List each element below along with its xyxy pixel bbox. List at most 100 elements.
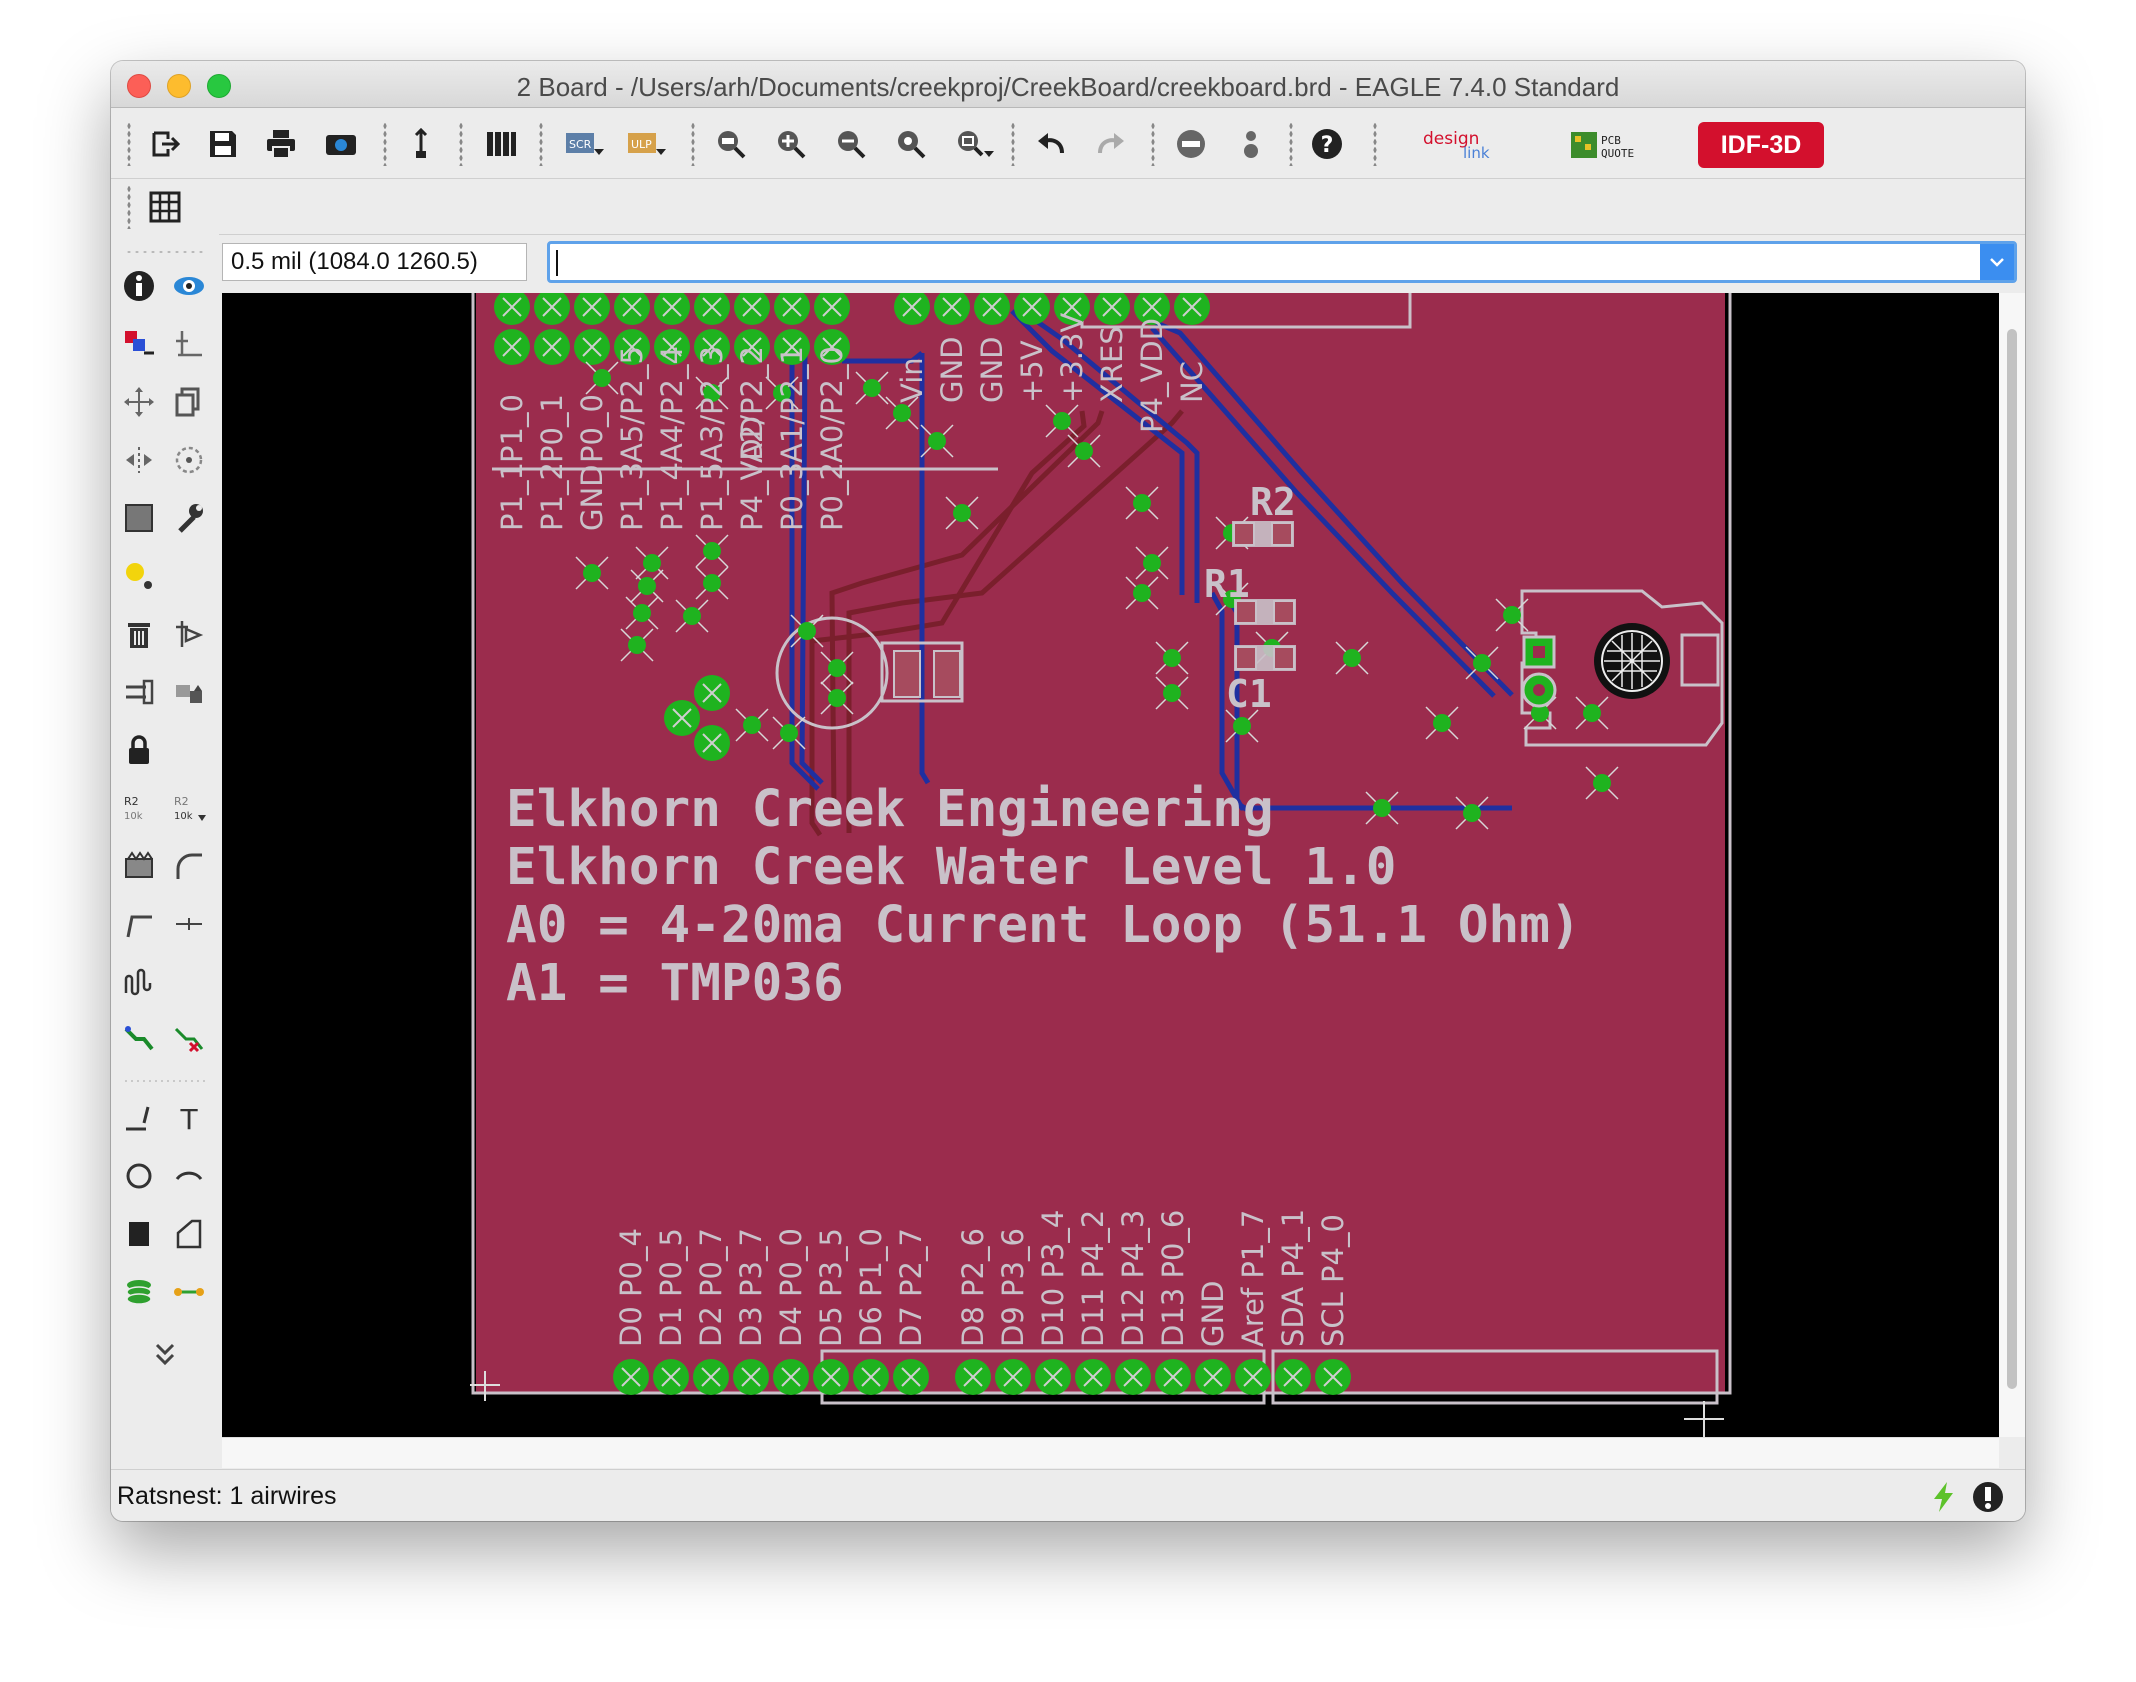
stop-button[interactable] xyxy=(1171,124,1211,164)
mark-tool[interactable] xyxy=(165,320,213,368)
toolbar-grip[interactable] xyxy=(1373,122,1377,166)
cam-button[interactable] xyxy=(321,124,361,164)
zoom-select-button[interactable] xyxy=(951,124,997,164)
alert-icon[interactable] xyxy=(1971,1480,2005,1514)
zoom-out-button[interactable] xyxy=(831,124,871,164)
split-tool[interactable] xyxy=(115,900,163,948)
board-switch-button[interactable] xyxy=(401,124,441,164)
part-label: R1 xyxy=(1204,562,1250,606)
palette-grip[interactable] xyxy=(125,250,207,254)
show-tool[interactable] xyxy=(165,262,213,310)
toolbar-grip[interactable] xyxy=(1289,122,1293,166)
wire-tool[interactable] xyxy=(115,1094,163,1142)
library-button[interactable] xyxy=(481,124,521,164)
zoom-button[interactable] xyxy=(207,74,231,98)
pad xyxy=(814,329,850,365)
optimize-tool[interactable] xyxy=(165,900,213,948)
toolbar-grip[interactable] xyxy=(127,185,131,229)
lock-tool[interactable] xyxy=(115,726,163,774)
lightning-icon[interactable] xyxy=(1929,1480,1959,1514)
save-icon xyxy=(210,131,236,157)
miter-tool[interactable] xyxy=(165,842,213,890)
pad xyxy=(995,1359,1031,1395)
replace-tool[interactable] xyxy=(165,668,213,716)
toolbar-grip[interactable] xyxy=(1151,122,1155,166)
scroll-thumb[interactable] xyxy=(2007,329,2017,1389)
paste-tool[interactable] xyxy=(115,552,163,600)
close-button[interactable] xyxy=(127,74,151,98)
grid-button[interactable] xyxy=(145,187,185,227)
command-history-dropdown[interactable] xyxy=(1980,244,2014,280)
vertical-scrollbar[interactable] xyxy=(1999,293,2025,1437)
group-tool[interactable] xyxy=(115,494,163,542)
optimize-icon xyxy=(176,918,202,930)
go-button[interactable] xyxy=(1231,124,1271,164)
toolbar-grip[interactable] xyxy=(459,122,463,166)
info-tool[interactable] xyxy=(115,262,163,310)
pad xyxy=(1115,1359,1151,1395)
svg-text:R2: R2 xyxy=(124,795,139,808)
meander-tool[interactable] xyxy=(115,958,163,1006)
pinswap-tool[interactable] xyxy=(115,668,163,716)
connector-j1 xyxy=(1521,623,1670,708)
ripup-tool[interactable] xyxy=(165,1016,213,1064)
mirror-tool[interactable] xyxy=(115,436,163,484)
smash-tool[interactable] xyxy=(115,842,163,890)
redraw-button[interactable] xyxy=(891,124,931,164)
display-layers-tool[interactable] xyxy=(115,320,163,368)
toolbar-grip[interactable] xyxy=(383,122,387,166)
pin-label: D3 P3_7 xyxy=(734,1228,768,1347)
open-button[interactable] xyxy=(145,124,185,164)
move-tool[interactable] xyxy=(115,378,163,426)
via xyxy=(1335,641,1369,675)
delete-tool[interactable] xyxy=(115,610,163,658)
idf-3d-button[interactable]: IDF-3D xyxy=(1698,122,1824,168)
ulp-button[interactable]: ULP xyxy=(623,124,669,164)
pad xyxy=(494,329,530,365)
zoom-in-button[interactable] xyxy=(771,124,811,164)
horizontal-scrollbar[interactable] xyxy=(222,1437,1999,1468)
rect-tool[interactable] xyxy=(115,1210,163,1258)
pad-group xyxy=(494,289,1619,1395)
arc-tool[interactable] xyxy=(165,1152,213,1200)
minimize-button[interactable] xyxy=(167,74,191,98)
toolbar-grip[interactable] xyxy=(127,122,131,166)
go-icon xyxy=(1244,131,1258,158)
copy-tool[interactable] xyxy=(165,378,213,426)
help-button[interactable]: ? xyxy=(1307,124,1347,164)
rectangle-icon xyxy=(129,1222,149,1246)
rotate-tool[interactable] xyxy=(165,436,213,484)
pin-label: P1_4 xyxy=(655,462,689,531)
text-tool[interactable]: T xyxy=(165,1094,213,1142)
more-tools-button[interactable] xyxy=(141,1330,189,1378)
toolbar-grip[interactable] xyxy=(1011,122,1015,166)
signal-tool[interactable] xyxy=(165,1268,213,1316)
via-tool[interactable] xyxy=(115,1268,163,1316)
print-button[interactable] xyxy=(261,124,301,164)
change-tool[interactable] xyxy=(165,494,213,542)
command-line-input[interactable] xyxy=(547,241,2017,283)
save-button[interactable] xyxy=(203,124,243,164)
zoom-fit-button[interactable] xyxy=(711,124,751,164)
add-tool[interactable] xyxy=(165,610,213,658)
silk-line-2: Elkhorn Creek Water Level 1.0 xyxy=(506,838,1396,897)
pad xyxy=(893,1359,929,1395)
pin-label: P1_0 xyxy=(495,394,529,463)
via xyxy=(1135,546,1169,580)
toolbar-grip[interactable] xyxy=(539,122,543,166)
circle-tool[interactable] xyxy=(115,1152,163,1200)
polygon-tool[interactable] xyxy=(165,1210,213,1258)
route-tool[interactable] xyxy=(115,1016,163,1064)
toolbar-grip[interactable] xyxy=(691,122,695,166)
ripup-icon xyxy=(174,1027,204,1053)
undo-button[interactable] xyxy=(1031,124,1071,164)
script-button[interactable]: SCR xyxy=(561,124,607,164)
redo-button[interactable] xyxy=(1091,124,1131,164)
script-icon: SCR xyxy=(566,133,604,155)
